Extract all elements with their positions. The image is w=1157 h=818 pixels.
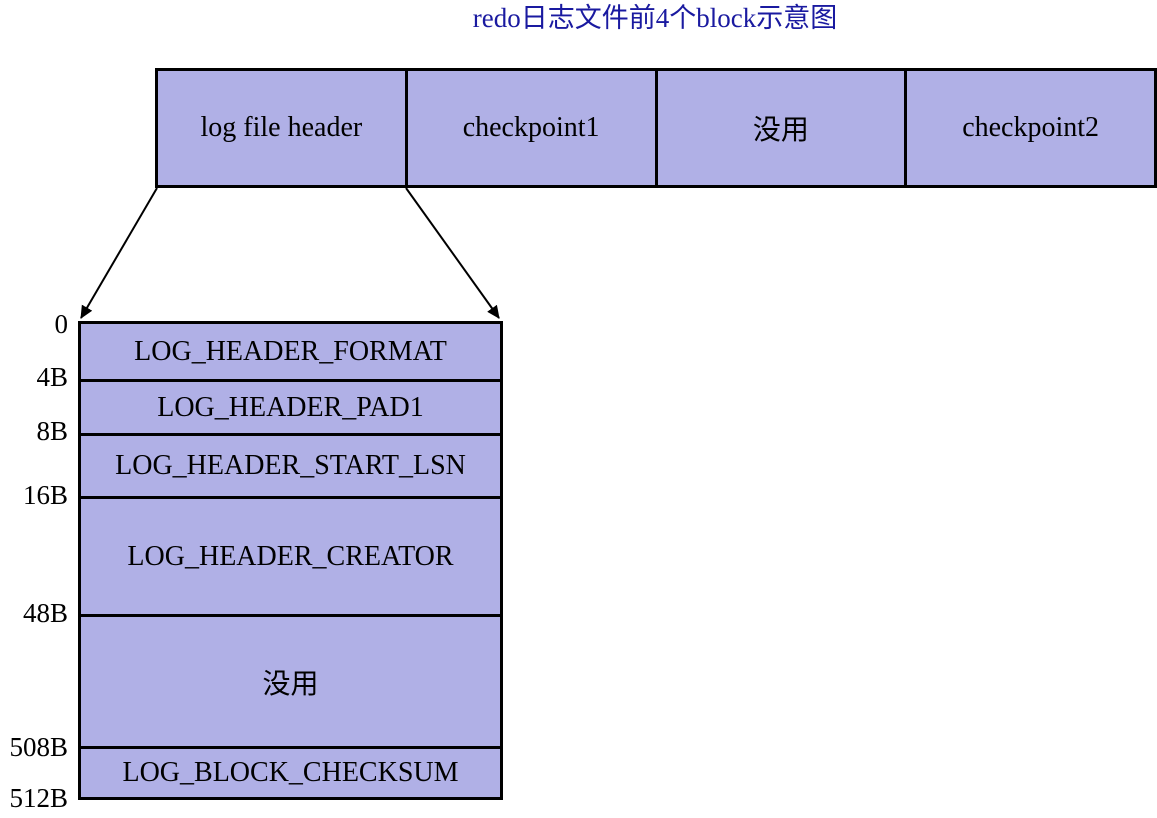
block-checkpoint2: checkpoint2 [904,71,1154,185]
offset-label-0: 0 [54,309,69,339]
field-log-header-format: LOG_HEADER_FORMAT [134,335,447,367]
field-log-block-checksum: LOG_BLOCK_CHECKSUM [81,746,500,797]
field-log-header-pad1: LOG_HEADER_PAD1 [81,379,500,433]
field-log-header-creator: LOG_HEADER_CREATOR [81,496,500,614]
offset-label-4b: 4B [36,362,68,392]
offset-label-512b: 512B [9,783,68,813]
field-unused: 没用 [81,614,500,746]
arrow-right [405,187,500,319]
block-log-file-header: log file header [200,112,363,143]
offset-label-508b: 508B [9,732,68,762]
offset-label-8b: 8B [36,416,68,446]
arrow-left [80,187,158,319]
log-file-header-detail: LOG_HEADER_FORMAT LOG_HEADER_PAD1 LOG_HE… [78,321,503,800]
diagram-title: redo日志文件前4个block示意图 [472,3,838,33]
redo-log-blocks-row: log file header checkpoint1 没用 checkpoin… [155,68,1157,188]
block-unused: 没用 [654,71,905,185]
block-checkpoint1: checkpoint1 [404,71,655,185]
offset-label-16b: 16B [22,480,68,510]
field-log-header-start-lsn: LOG_HEADER_START_LSN [81,433,500,496]
offset-label-48b: 48B [22,598,68,628]
